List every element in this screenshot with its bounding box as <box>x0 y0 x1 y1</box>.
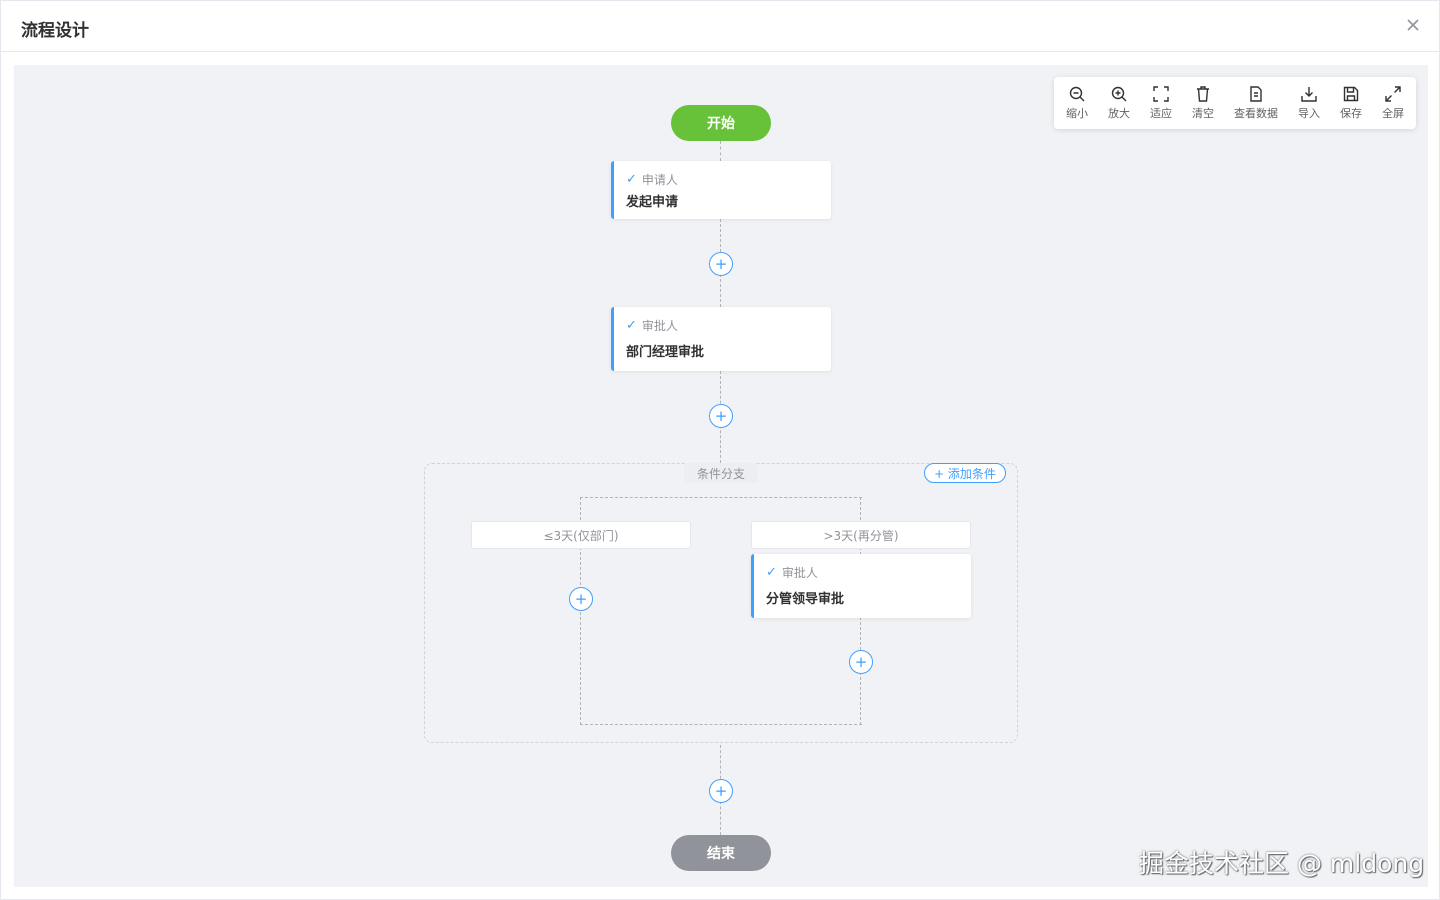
branch-connector <box>580 497 862 498</box>
node-title: 部门经理审批 <box>626 345 705 360</box>
add-node-button[interactable]: + <box>709 252 733 276</box>
node-title: 分管领导审批 <box>766 592 845 607</box>
document-icon <box>1250 86 1262 102</box>
node-type: ✓ 审批人 <box>766 564 818 581</box>
check-icon: ✓ <box>626 172 637 187</box>
import-label: 导入 <box>1298 107 1320 120</box>
add-node-button[interactable]: + <box>569 587 593 611</box>
save-icon <box>1343 86 1359 102</box>
node-type: ✓ 审批人 <box>626 317 678 334</box>
zoom-out-label: 缩小 <box>1066 107 1088 120</box>
branch-label: 条件分支 <box>684 463 758 483</box>
zoom-out-button[interactable]: 缩小 <box>1066 85 1088 121</box>
end-node[interactable]: 结束 <box>671 835 771 871</box>
view-data-button[interactable]: 查看数据 <box>1234 85 1278 121</box>
fullscreen-label: 全屏 <box>1382 107 1404 120</box>
start-node[interactable]: 开始 <box>671 105 771 141</box>
save-label: 保存 <box>1340 107 1362 120</box>
node-type: ✓ 申请人 <box>626 171 678 188</box>
add-condition-button[interactable]: + 添加条件 <box>924 463 1006 483</box>
condition-left[interactable]: ≤3天(仅部门) <box>471 521 691 549</box>
applicant-node[interactable]: ✓ 申请人 发起申请 <box>611 161 831 219</box>
leader-approver-node[interactable]: ✓ 审批人 分管领导审批 <box>751 554 971 618</box>
fit-screen-icon <box>1153 86 1169 102</box>
approver-node[interactable]: ✓ 审批人 部门经理审批 <box>611 307 831 371</box>
zoom-in-icon <box>1111 86 1127 102</box>
add-node-button[interactable]: + <box>849 650 873 674</box>
connector <box>720 141 721 161</box>
dialog-header: 流程设计 <box>1 1 1439 52</box>
import-button[interactable]: 导入 <box>1298 85 1320 121</box>
node-type-label: 申请人 <box>641 173 678 187</box>
view-data-label: 查看数据 <box>1234 107 1278 120</box>
condition-right[interactable]: >3天(再分管) <box>751 521 971 549</box>
flow-toolbar: 缩小 放大 适应 清空 查看数据 导入 <box>1054 77 1416 129</box>
node-type-label: 审批人 <box>781 566 818 580</box>
dialog-title: 流程设计 <box>21 21 89 41</box>
download-icon <box>1301 87 1317 102</box>
add-node-button[interactable]: + <box>709 779 733 803</box>
clear-label: 清空 <box>1192 107 1214 120</box>
zoom-in-label: 放大 <box>1108 107 1130 120</box>
zoom-out-icon <box>1069 86 1085 102</box>
check-icon: ✓ <box>626 318 637 333</box>
close-icon[interactable] <box>1403 15 1423 35</box>
check-icon: ✓ <box>766 565 777 580</box>
flow-canvas[interactable]: 缩小 放大 适应 清空 查看数据 导入 <box>14 65 1428 887</box>
node-type-label: 审批人 <box>641 319 678 333</box>
zoom-in-button[interactable]: 放大 <box>1108 85 1130 121</box>
save-button[interactable]: 保存 <box>1340 85 1362 121</box>
fit-label: 适应 <box>1150 107 1172 120</box>
node-title: 发起申请 <box>626 195 679 210</box>
watermark: 掘金技术社区 @ mldong <box>1139 849 1425 878</box>
branch-connector <box>580 724 862 725</box>
fit-button[interactable]: 适应 <box>1150 85 1172 121</box>
clear-button[interactable]: 清空 <box>1192 85 1214 121</box>
add-node-button[interactable]: + <box>709 404 733 428</box>
fullscreen-button[interactable]: 全屏 <box>1382 85 1404 121</box>
branch-connector <box>580 497 581 725</box>
trash-icon <box>1197 86 1209 102</box>
expand-icon <box>1385 86 1401 102</box>
